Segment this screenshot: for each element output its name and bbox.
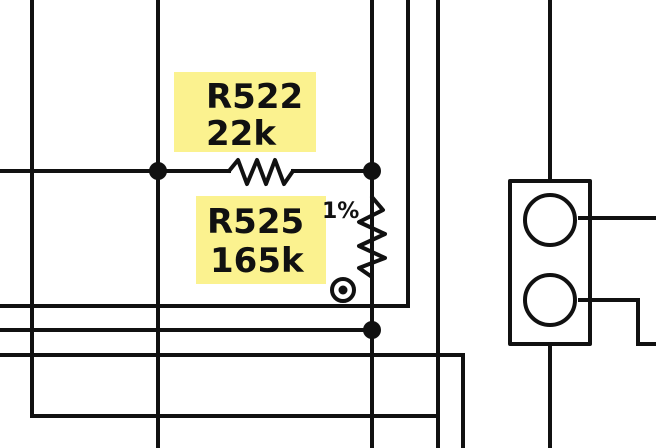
adjust-marker-dot	[338, 285, 348, 295]
r525-label-highlight	[196, 196, 326, 284]
r522-value-label: 22k	[206, 114, 277, 154]
connector-block	[508, 179, 592, 346]
junction-dot	[149, 162, 167, 180]
r525-ref-label: R525	[207, 202, 304, 242]
resistor-r525-symbol	[357, 195, 387, 308]
junction-dot	[363, 162, 381, 180]
adjust-marker-icon	[330, 277, 356, 303]
junction-dot	[363, 321, 381, 339]
r522-label-highlight	[174, 72, 316, 152]
r525-tolerance-note: 1%	[322, 199, 359, 224]
r522-ref-label: R522	[206, 77, 303, 117]
r525-value-label: 165k	[210, 241, 305, 281]
resistor-r522-symbol	[227, 158, 295, 186]
connector-pin-bottom	[523, 273, 577, 327]
connector-pin-top	[523, 193, 577, 247]
